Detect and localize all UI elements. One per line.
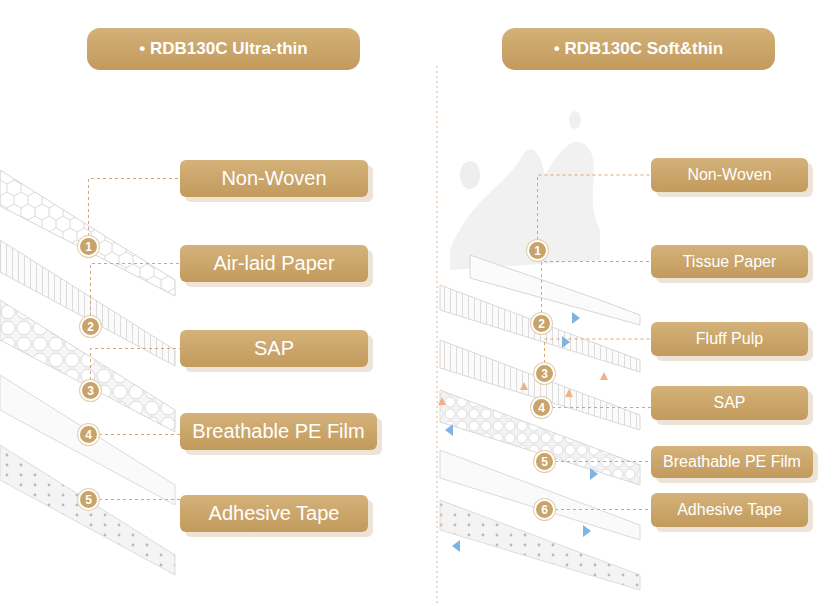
layer-label-box: Non-Woven <box>180 160 368 197</box>
nonwoven-sheet <box>470 255 640 325</box>
layer-label-text: Breathable PE Film <box>663 453 801 471</box>
callout-number-text: 3 <box>87 384 94 398</box>
callout-number: 2 <box>531 313 552 334</box>
blue-arrow <box>562 336 570 348</box>
leader-line <box>552 407 651 408</box>
callout-number: 4 <box>531 397 552 418</box>
layer-label-text: Adhesive Tape <box>677 501 782 519</box>
blue-arrow <box>583 525 591 537</box>
callout-number: 6 <box>534 499 555 520</box>
callout-number-text: 2 <box>538 317 545 331</box>
layer-label-text: SAP <box>713 394 745 412</box>
nonwoven-sheet <box>0 170 175 296</box>
flow-arrows <box>438 312 608 552</box>
callout-number-text: 5 <box>541 455 548 469</box>
leader-line <box>99 499 180 500</box>
orange-arrow <box>520 382 528 390</box>
layer-label-box: Adhesive Tape <box>651 493 808 527</box>
leader-line <box>555 461 651 462</box>
orange-arrow <box>438 397 446 405</box>
layer-label-text: Air-laid Paper <box>213 252 334 275</box>
layer-label-text: Tissue Paper <box>683 253 777 271</box>
callout-number: 5 <box>78 489 99 510</box>
layer-label-text: SAP <box>254 337 294 360</box>
left-layer-stack <box>0 170 175 575</box>
callout-number: 5 <box>534 451 555 472</box>
right-layer-stack <box>440 255 640 590</box>
layer-label-text: Non-Woven <box>687 166 771 184</box>
callout-number: 4 <box>78 424 99 445</box>
blue-arrow <box>445 424 453 436</box>
layer-label-box: Non-Woven <box>651 158 808 192</box>
leader-line <box>91 349 181 381</box>
leader-line <box>89 179 181 237</box>
tape-sheet <box>0 445 175 575</box>
layer-label-box: SAP <box>180 330 368 367</box>
orange-arrow <box>600 372 608 380</box>
leader-line <box>99 434 180 435</box>
layer-label-box: Breathable PE Film <box>180 413 377 450</box>
blue-arrow <box>590 468 598 480</box>
layer-label-text: Non-Woven <box>221 167 326 190</box>
callout-number-text: 4 <box>85 428 92 442</box>
layer-label-box: Air-laid Paper <box>180 245 368 282</box>
callout-number-text: 2 <box>87 320 94 334</box>
layer-label-box: Tissue Paper <box>651 245 808 278</box>
blue-arrow <box>572 312 580 324</box>
layer-label-text: Breathable PE Film <box>192 420 364 443</box>
callout-number-text: 6 <box>541 503 548 517</box>
layer-label-text: Adhesive Tape <box>209 502 340 525</box>
callout-number-text: 3 <box>541 367 548 381</box>
callout-number: 1 <box>78 236 99 257</box>
orange-arrow <box>565 389 573 397</box>
layer-label-text: • RDB130C Ultra-thin <box>139 39 307 59</box>
callout-number-text: 1 <box>85 240 92 254</box>
layer-label-box: Fluff Pulp <box>651 322 808 356</box>
blue-arrow <box>452 540 460 552</box>
column-divider <box>437 66 438 606</box>
leader-line <box>555 509 651 510</box>
callout-number-text: 1 <box>534 244 541 258</box>
sap-sheet <box>0 300 175 432</box>
tissue-sheet <box>440 285 640 372</box>
callout-number: 2 <box>80 316 101 337</box>
leader-line <box>538 175 652 240</box>
splash-drop <box>569 111 581 129</box>
column-header: • RDB130C Soft&thin <box>502 28 775 70</box>
callout-number: 1 <box>527 240 548 261</box>
callout-number: 3 <box>534 363 555 384</box>
leader-line <box>91 264 181 317</box>
layer-label-box: Breathable PE Film <box>651 446 813 478</box>
callout-number-text: 5 <box>85 493 92 507</box>
splash-shape <box>450 142 600 270</box>
leader-line <box>542 262 652 314</box>
callout-number: 3 <box>80 380 101 401</box>
layer-label-text: • RDB130C Soft&thin <box>554 39 723 59</box>
layer-label-text: Fluff Pulp <box>696 330 763 348</box>
layer-label-box: Adhesive Tape <box>180 495 368 532</box>
layer-label-box: SAP <box>651 386 808 420</box>
callout-number-text: 4 <box>538 401 545 415</box>
leader-line <box>545 339 652 363</box>
splash-drop <box>460 161 480 189</box>
airlaid-sheet <box>0 240 175 366</box>
column-header: • RDB130C Ultra-thin <box>87 28 360 70</box>
milk-splash <box>450 111 600 270</box>
